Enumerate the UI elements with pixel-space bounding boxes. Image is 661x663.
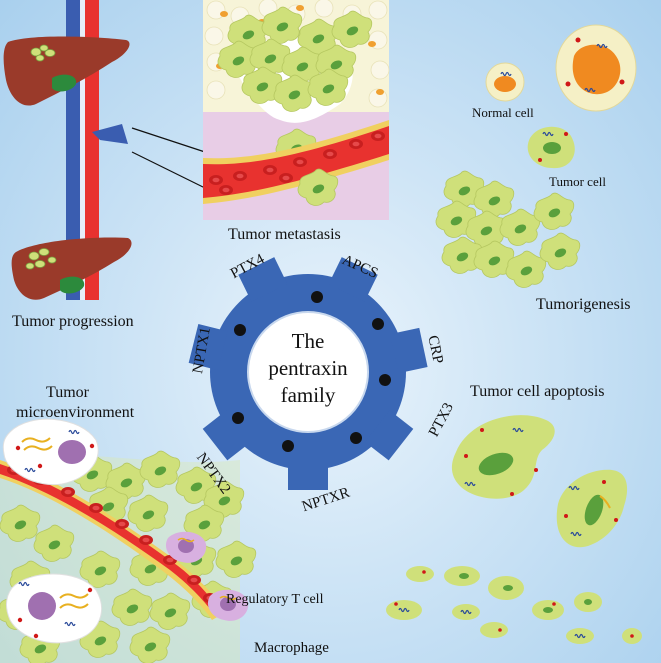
label-tumor-cell: Tumor cell xyxy=(549,174,606,189)
label-regulatory-t-cell: Regulatory T cell xyxy=(226,592,324,607)
macrophage-cell-lower xyxy=(5,573,102,644)
label-tumorigenesis: Tumorigenesis xyxy=(536,296,631,313)
macrophage-cell-upper xyxy=(2,418,99,486)
center-title-line2: pentraxin xyxy=(268,356,348,380)
label-macrophage: Macrophage xyxy=(254,640,329,656)
tumor-cell xyxy=(527,126,575,169)
label-tme-line2: microenvironment xyxy=(16,404,135,421)
center-title-line3: family xyxy=(280,383,336,407)
normal-cell-large xyxy=(555,24,637,112)
label-tumor-cell-apoptosis: Tumor cell apoptosis xyxy=(470,383,605,400)
liver-upper xyxy=(3,36,130,106)
metastasis-inset xyxy=(203,0,390,220)
apoptosis-scene xyxy=(386,415,642,644)
label-normal-cell: Normal cell xyxy=(472,105,534,120)
label-tme-line1: Tumor xyxy=(46,384,89,401)
normal-cell-small xyxy=(485,62,525,102)
label-tumor-progression: Tumor progression xyxy=(12,313,134,330)
pentraxin-gear xyxy=(188,257,428,490)
liver-lower xyxy=(11,237,132,300)
macrophage-icon xyxy=(207,589,249,621)
microenvironment-scene xyxy=(0,418,257,663)
center-title-line1: The xyxy=(291,329,325,353)
zoom-lines xyxy=(131,127,206,189)
regulatory-t-cell-icon xyxy=(165,531,207,563)
label-tumor-metastasis: Tumor metastasis xyxy=(228,226,341,243)
center-title: The pentraxin family xyxy=(248,328,368,409)
